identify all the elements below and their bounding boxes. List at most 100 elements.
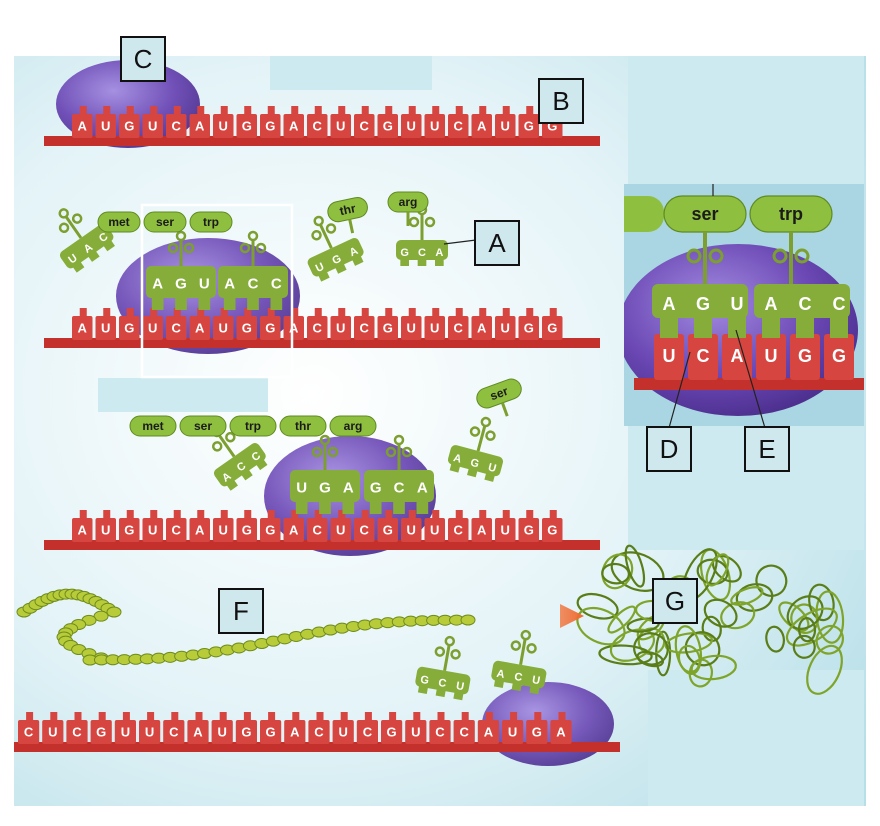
- nucleotide-tab: [316, 712, 324, 722]
- nucleotide-letter: A: [477, 119, 487, 134]
- nucleotide-block: [471, 518, 492, 542]
- nucleotide-tab: [502, 106, 510, 116]
- nucleotide-tab: [173, 106, 181, 116]
- nucleotide-block: [236, 518, 257, 542]
- nucleotide-block: [354, 316, 375, 340]
- trna-loop: [58, 208, 69, 219]
- amino-acid: [189, 211, 233, 233]
- trna-tooth: [435, 258, 444, 266]
- nucleotide-letter: U: [508, 725, 517, 740]
- anticodon-letter: U: [487, 461, 498, 475]
- nucleotide-letter: U: [336, 523, 345, 538]
- nucleotide-block: [448, 518, 469, 542]
- anticodon-letter: C: [437, 677, 447, 690]
- nucleotide-letter: U: [336, 119, 345, 134]
- nucleotide-tab: [385, 308, 393, 318]
- trna-tooth: [270, 296, 283, 310]
- trna-tooth: [175, 296, 187, 310]
- nucleotide-tab: [74, 712, 82, 722]
- callout-b: B: [538, 78, 584, 124]
- protein-coil: [806, 644, 843, 695]
- inset-anticodon-letter: U: [731, 294, 744, 314]
- nucleotide-letter: A: [289, 119, 299, 134]
- trna-tooth: [484, 471, 496, 482]
- nucleotide-block: [356, 720, 378, 744]
- trna-loop: [450, 649, 461, 660]
- nucleotide-block: [377, 316, 398, 340]
- amino-acid-label: met: [108, 215, 129, 229]
- nucleotide-block: [502, 720, 524, 744]
- nucleotide-tab: [361, 510, 369, 520]
- amino-bead: [106, 606, 122, 618]
- nucleotide-tab: [432, 308, 440, 318]
- nucleotide-block: [119, 518, 140, 542]
- anticodon-letter: A: [452, 452, 463, 466]
- nucleotide-letter: U: [336, 321, 345, 336]
- nucleotide-tab: [244, 308, 252, 318]
- nucleotide-block: [307, 114, 328, 138]
- nucleotide-block: [72, 518, 93, 542]
- nucleotide-letter: U: [145, 725, 154, 740]
- nucleotide-letter: U: [148, 119, 157, 134]
- trna-loop: [401, 446, 413, 458]
- nucleotide-tab: [510, 712, 518, 722]
- panel-patch-top: [270, 56, 432, 90]
- nucleotide-letter: C: [313, 523, 323, 538]
- trna-tooth: [529, 684, 540, 695]
- nucleotide-tab: [455, 106, 463, 116]
- nucleotide-tab: [534, 712, 542, 722]
- protein-coil: [815, 590, 845, 644]
- trna-tooth: [393, 500, 405, 514]
- nucleotide-block: [401, 114, 422, 138]
- nucleotide-block: [283, 316, 304, 340]
- nucleotide-letter: U: [501, 523, 510, 538]
- nucleotide-letter: U: [219, 119, 228, 134]
- amino-acid-label: arg: [344, 419, 363, 433]
- nucleotide-block: [18, 720, 40, 744]
- nucleotide-block: [495, 114, 516, 138]
- nucleotide-tab: [437, 712, 445, 722]
- inset-codon-letter: A: [731, 346, 744, 366]
- trna-loop: [434, 646, 446, 657]
- free-amino-thr: thr: [327, 197, 368, 234]
- nucleotide-block: [332, 720, 354, 744]
- nucleotide-letter: A: [477, 523, 487, 538]
- nucleotide-block: [471, 114, 492, 138]
- trna-loop: [444, 635, 456, 647]
- nucleotide-letter: U: [148, 523, 157, 538]
- anticodon-letter: A: [417, 480, 428, 497]
- protein-coil: [808, 583, 835, 622]
- protein-coil: [765, 625, 785, 653]
- trna-loop: [510, 640, 522, 651]
- nucleotide-block: [307, 518, 328, 542]
- nucleotide-block: [283, 518, 304, 542]
- nucleotide-letter: G: [242, 119, 252, 134]
- nucleotide-letter: A: [477, 321, 487, 336]
- trna-loop: [393, 434, 405, 446]
- nucleotide-block: [142, 316, 163, 340]
- trna-tooth: [87, 250, 100, 262]
- trna-loop: [325, 223, 337, 234]
- nucleotide-tab: [314, 308, 322, 318]
- amino-acid-label: ser: [156, 215, 174, 229]
- nucleotide-tab: [267, 510, 275, 520]
- anticodon-letter: A: [435, 247, 443, 259]
- nucleotide-tab: [408, 308, 416, 318]
- nucleotide-block: [95, 114, 116, 138]
- nucleotide-letter: U: [501, 321, 510, 336]
- panel-patch-mid: [98, 378, 268, 412]
- inset-anticodon-letter: C: [833, 294, 846, 314]
- trna-loop: [408, 216, 420, 228]
- mrna-backbone: [44, 136, 600, 146]
- anticodon-letter: C: [248, 276, 259, 293]
- nucleotide-tab: [122, 712, 130, 722]
- callout-f: F: [218, 588, 264, 634]
- nucleotide-tab: [126, 308, 134, 318]
- trna-tooth: [295, 500, 308, 514]
- nucleotide-block: [236, 316, 257, 340]
- inset-trna-loop: [708, 248, 724, 264]
- nucleotide-letter: G: [242, 523, 252, 538]
